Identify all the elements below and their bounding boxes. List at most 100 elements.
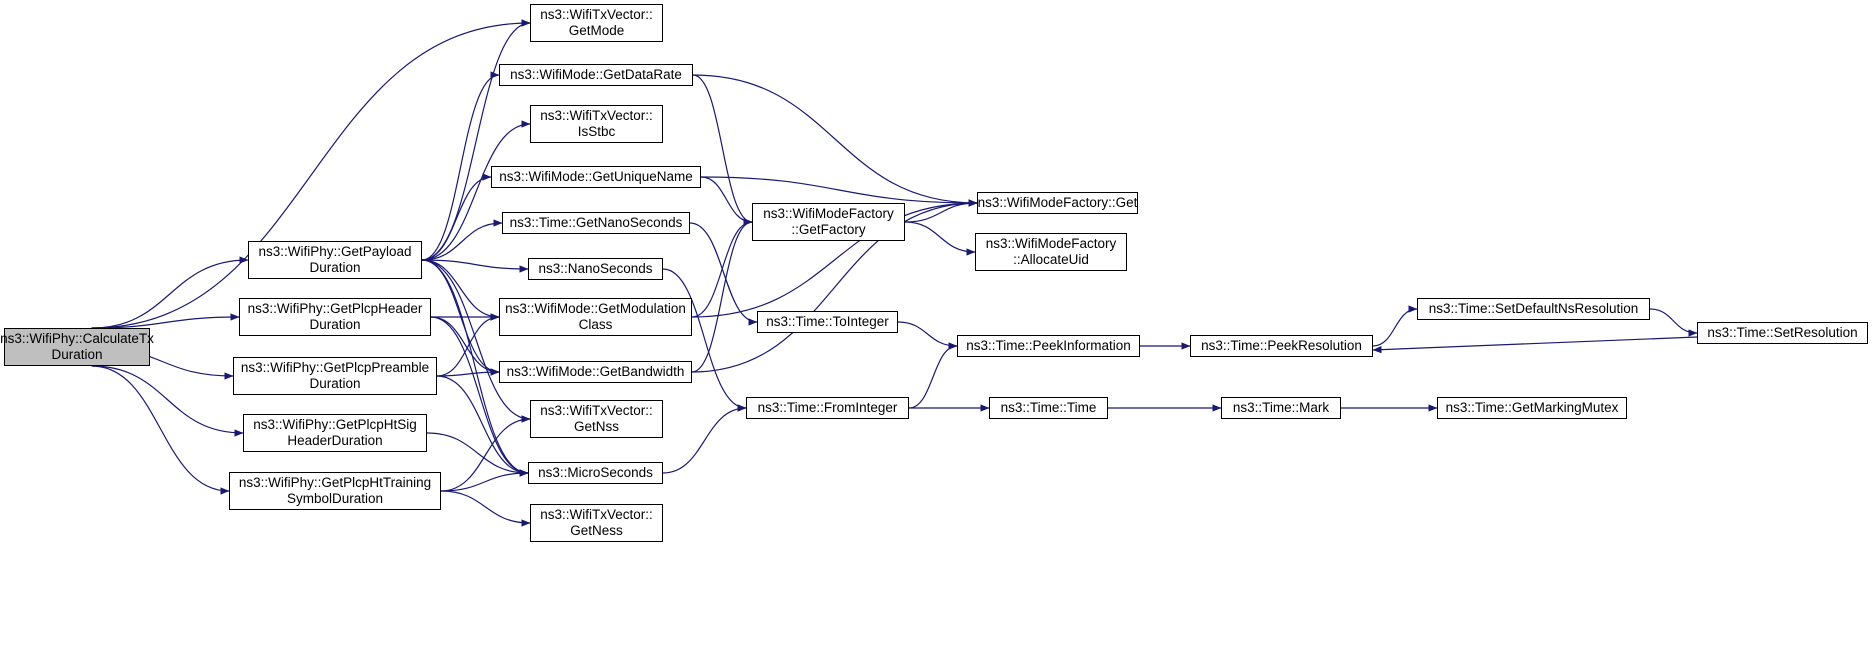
edge-uniquename-to-getfactory — [700, 176, 753, 226]
node-label-line: ns3::Time::ToInteger — [766, 314, 889, 329]
node-getfactory[interactable]: ns3::WifiModeFactory::GetFactory — [752, 203, 905, 241]
node-label-line: ns3::WifiPhy::GetPlcpHtTraining — [238, 475, 432, 490]
node-label-line: ns3::Time::GetNanoSeconds — [509, 215, 683, 230]
node-label-line: ns3::Time::Mark — [1232, 400, 1330, 415]
node-label-line: ns3::WifiMode::GetUniqueName — [499, 169, 693, 184]
edge-payload-to-getmode — [421, 19, 531, 261]
node-label-line: ns3::Time::SetResolution — [1707, 325, 1858, 340]
node-label-line: ns3::WifiTxVector:: — [540, 403, 653, 418]
node-label-line: ns3::Time::FromInteger — [757, 400, 898, 415]
node-label-line: ns3::WifiMode::GetModulation — [505, 301, 686, 316]
node-label-line: GetNss — [573, 419, 619, 434]
node-peekres[interactable]: ns3::Time::PeekResolution — [1190, 335, 1373, 357]
node-label-line: ns3::Time::GetMarkingMutex — [1445, 400, 1619, 415]
edge-calc-tx-to-payload — [91, 256, 249, 329]
node-getdatarate[interactable]: ns3::WifiMode::GetDataRate — [499, 64, 693, 86]
node-setdefault[interactable]: ns3::Time::SetDefaultNsResolution — [1417, 298, 1650, 320]
node-allocuid[interactable]: ns3::WifiModeFactory::AllocateUid — [975, 233, 1127, 271]
node-label-line: Duration — [51, 347, 103, 362]
node-nanoseconds-get[interactable]: ns3::Time::GetNanoSeconds — [502, 212, 690, 234]
node-label-line: GetMode — [568, 23, 625, 38]
node-label-line: ns3::WifiPhy::CalculateTx — [0, 331, 154, 346]
edge-getfactory-to-allocuid — [904, 221, 976, 256]
edge-payload-to-nanoseconds — [421, 259, 529, 273]
node-uniquename[interactable]: ns3::WifiMode::GetUniqueName — [491, 166, 701, 188]
node-label-line: Duration — [309, 376, 361, 391]
edge-getfactory-to-factoryget — [904, 199, 978, 223]
node-label-line: ns3::Time::PeekInformation — [966, 338, 1131, 353]
node-label-line: ns3::Time::Time — [1000, 400, 1097, 415]
edge-payload-to-modclass — [421, 259, 500, 321]
node-label-line: Class — [578, 317, 613, 332]
edge-uniquename-to-factoryget — [700, 176, 978, 207]
node-label-line: ns3::MicroSeconds — [538, 465, 653, 480]
edge-microseconds-to-frominteger — [662, 404, 747, 474]
edge-httraining-to-microseconds — [440, 469, 529, 492]
edge-payload-to-isstbc — [421, 120, 531, 261]
edge-bandwidth-to-factoryget — [691, 199, 978, 373]
node-label-line: ns3::WifiTxVector:: — [540, 108, 653, 123]
edge-plcpheader-to-bandwidth — [430, 316, 500, 376]
node-label-line: SymbolDuration — [286, 491, 384, 506]
edge-preamble-to-modclass — [436, 313, 500, 377]
node-nanoseconds[interactable]: ns3::NanoSeconds — [528, 258, 663, 280]
node-mark[interactable]: ns3::Time::Mark — [1221, 397, 1341, 419]
node-label-line: ns3::WifiPhy::GetPlcpHtSig — [253, 417, 417, 432]
edge-httraining-to-getness — [440, 490, 531, 527]
node-label-line: GetNess — [570, 523, 623, 538]
edge-peekres-to-setdefault — [1372, 305, 1418, 347]
node-label-line: ns3::NanoSeconds — [538, 261, 653, 276]
node-microseconds[interactable]: ns3::MicroSeconds — [528, 462, 663, 484]
node-label-line: ns3::WifiModeFactory::Get — [977, 195, 1138, 210]
node-getnss[interactable]: ns3::WifiTxVector::GetNss — [530, 400, 663, 438]
node-tointeger[interactable]: ns3::Time::ToInteger — [757, 311, 898, 333]
edge-nanoseconds-to-frominteger — [662, 268, 747, 412]
edge-tointeger-to-peekinfo — [897, 321, 958, 350]
edge-httraining-to-getnss — [440, 415, 531, 492]
node-label-line: ::GetFactory — [791, 222, 866, 237]
node-getmode[interactable]: ns3::WifiTxVector::GetMode — [530, 4, 663, 42]
node-isstbc[interactable]: ns3::WifiTxVector::IsStbc — [530, 105, 663, 143]
edge-payload-to-getnss — [421, 259, 531, 423]
edge-frominteger-to-peekinfo — [908, 342, 958, 409]
edge-calc-tx-to-httraining — [91, 365, 230, 495]
edge-preamble-to-microseconds — [436, 375, 529, 477]
node-label-line: ns3::WifiPhy::GetPlcpPreamble — [240, 360, 430, 375]
node-label-line: ns3::WifiPhy::GetPayload — [258, 244, 412, 259]
node-label-line: ns3::WifiModeFactory — [985, 236, 1117, 251]
node-setres[interactable]: ns3::Time::SetResolution — [1697, 322, 1868, 344]
node-label-line: Duration — [309, 317, 361, 332]
node-factoryget[interactable]: ns3::WifiModeFactory::Get — [977, 192, 1138, 214]
node-markingmutex[interactable]: ns3::Time::GetMarkingMutex — [1437, 397, 1627, 419]
node-time[interactable]: ns3::Time::Time — [989, 397, 1108, 419]
edge-bandwidth-to-getfactory — [691, 218, 753, 373]
node-bandwidth[interactable]: ns3::WifiMode::GetBandwidth — [499, 361, 692, 383]
node-label-line: HeaderDuration — [287, 433, 383, 448]
edge-payload-to-uniquename — [421, 173, 492, 261]
edge-plcpheader-to-microseconds — [430, 316, 529, 477]
node-peekinfo[interactable]: ns3::Time::PeekInformation — [957, 335, 1140, 357]
node-label-line: Duration — [309, 260, 361, 275]
node-label-line: ns3::WifiTxVector:: — [540, 507, 653, 522]
edge-getdatarate-to-factoryget — [692, 74, 978, 207]
edge-calc-tx-to-getmode — [91, 19, 531, 329]
edge-calc-tx-to-plcpheader — [91, 313, 240, 329]
node-label-line: ns3::Time::SetDefaultNsResolution — [1428, 301, 1639, 316]
node-label-line: IsStbc — [577, 124, 616, 139]
node-label-line: ns3::WifiMode::GetDataRate — [510, 67, 682, 82]
edge-setdefault-to-setres — [1649, 308, 1698, 337]
node-label-line: ns3::WifiTxVector:: — [540, 7, 653, 22]
node-getness[interactable]: ns3::WifiTxVector::GetNess — [530, 504, 663, 542]
edge-nanoseconds-get-to-tointeger — [689, 222, 758, 326]
edge-htsig-to-microseconds — [426, 432, 529, 477]
node-label-line: ns3::WifiPhy::GetPlcpHeader — [247, 301, 423, 316]
node-frominteger[interactable]: ns3::Time::FromInteger — [746, 397, 909, 419]
